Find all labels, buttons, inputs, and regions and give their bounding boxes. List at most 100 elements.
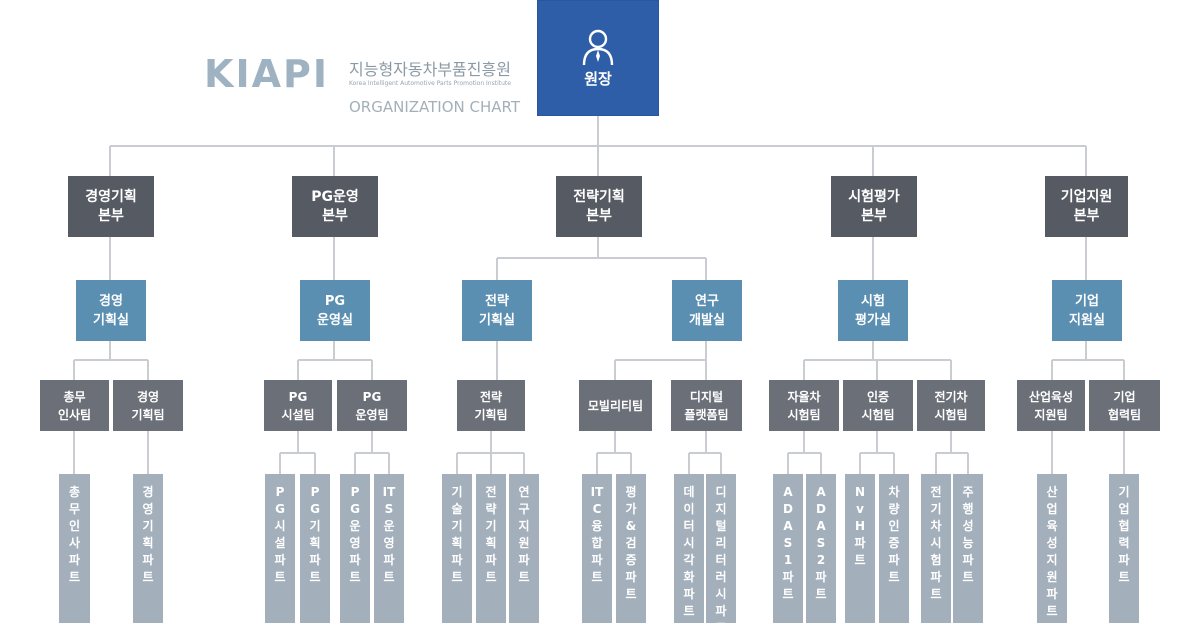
part-label: 차량인증파트: [888, 485, 900, 584]
division-line2: 본부: [1073, 207, 1100, 224]
team-line1: 인증: [866, 389, 890, 404]
part-label: ITC융합파트: [590, 485, 604, 584]
team-line1: PG: [362, 389, 382, 404]
team-line1: 총무: [63, 389, 86, 404]
team-line2: 플랫폼팀: [684, 407, 729, 422]
office-line1: 전략: [485, 293, 509, 309]
part-node[interactable]: 전략기획파트: [476, 474, 506, 623]
team-line1: 전략: [479, 389, 503, 404]
office-line1: 시험: [861, 293, 885, 309]
team-line1: 경영: [136, 389, 160, 404]
division-line2: 본부: [586, 207, 612, 224]
part-label: ITS운영파트: [382, 485, 396, 584]
division-line1: 시험평가: [848, 188, 900, 205]
team-line2: 인사팀: [57, 407, 92, 422]
office-line2: 기획실: [93, 312, 129, 328]
logo-korean-name: 지능형자동차부품진흥원: [349, 60, 511, 79]
part-label: 평가&검증파트: [625, 485, 637, 601]
part-node[interactable]: ADAS1파트: [773, 474, 803, 623]
division-line2: 본부: [322, 207, 348, 224]
part-node[interactable]: 경영기획파트: [133, 474, 163, 623]
part-label: PG운영파트: [349, 485, 361, 584]
organization-chart-title: ORGANIZATION CHART: [349, 98, 521, 116]
part-node[interactable]: ITC융합파트: [582, 474, 612, 623]
part-node[interactable]: 디지털리터러시파트: [706, 474, 736, 635]
part-label: 주행성능파트: [962, 485, 974, 584]
part-label: 전략기획파트: [485, 485, 497, 584]
part-node[interactable]: 전기차시험파트: [921, 474, 951, 623]
team-line1: 기업: [1113, 389, 1136, 404]
part-node[interactable]: 산업육성지원파트: [1037, 474, 1067, 623]
director-node[interactable]: 원장: [537, 0, 659, 116]
team-line2: 협력팀: [1107, 407, 1142, 422]
team-line1: 산업육성: [1028, 389, 1074, 404]
team-line1: 자율차: [787, 389, 821, 404]
office-line2: 운영실: [317, 312, 353, 328]
connector-lines: [73, 116, 1125, 474]
part-node[interactable]: 차량인증파트: [879, 474, 909, 623]
division-line1: 전략기획: [573, 188, 625, 205]
office-line2: 지원실: [1069, 312, 1105, 328]
part-label: NvH파트: [854, 485, 866, 567]
part-node[interactable]: 주행성능파트: [953, 474, 983, 623]
team-node[interactable]: 모빌리티팀: [579, 380, 652, 431]
person-icon: [582, 29, 614, 65]
part-node[interactable]: PG기획파트: [300, 474, 330, 623]
part-node[interactable]: 평가&검증파트: [616, 474, 646, 623]
part-node[interactable]: 기업협력파트: [1109, 474, 1139, 623]
logo-mark: KIAPI: [204, 52, 329, 96]
part-node[interactable]: 데이터시각화파트: [674, 474, 704, 623]
division-line2: 본부: [98, 207, 124, 224]
team-line2: 기획팀: [131, 407, 165, 422]
part-node[interactable]: PG시설파트: [265, 474, 295, 623]
part-label: ADAS1파트: [782, 485, 794, 601]
team-line2: 시설팀: [281, 407, 315, 422]
office-line1: PG: [324, 293, 346, 309]
team-line1: 디지털: [689, 389, 724, 404]
part-node[interactable]: PG운영파트: [340, 474, 370, 623]
part-node[interactable]: 총무인사파트: [59, 474, 90, 623]
part-label: 기술기획파트: [451, 485, 463, 584]
part-label: 경영기획파트: [142, 485, 154, 584]
part-label: PG시설파트: [274, 485, 286, 584]
office-line1: 연구: [695, 293, 719, 309]
office-line1: 기업: [1075, 293, 1099, 309]
part-node[interactable]: NvH파트: [845, 474, 875, 623]
part-label: 기업협력파트: [1118, 485, 1130, 584]
part-label: ADAS2파트: [815, 485, 827, 601]
part-label: PG기획파트: [309, 485, 321, 584]
part-node[interactable]: 기술기획파트: [442, 474, 472, 623]
office-line2: 개발실: [689, 312, 725, 328]
part-label: 디지털리터러시파트: [715, 485, 727, 635]
director-label: 원장: [584, 69, 612, 88]
part-node[interactable]: ITS운영파트: [374, 474, 404, 623]
office-node[interactable]: PG 운영실: [300, 280, 370, 341]
part-node[interactable]: ADAS2파트: [806, 474, 836, 623]
office-line2: 평가실: [855, 312, 891, 328]
part-node[interactable]: 연구지원파트: [509, 474, 539, 623]
team-line1: 전기차: [934, 389, 968, 404]
division-line1: 경영기획: [85, 188, 137, 205]
office-line2: 기획실: [479, 312, 515, 328]
